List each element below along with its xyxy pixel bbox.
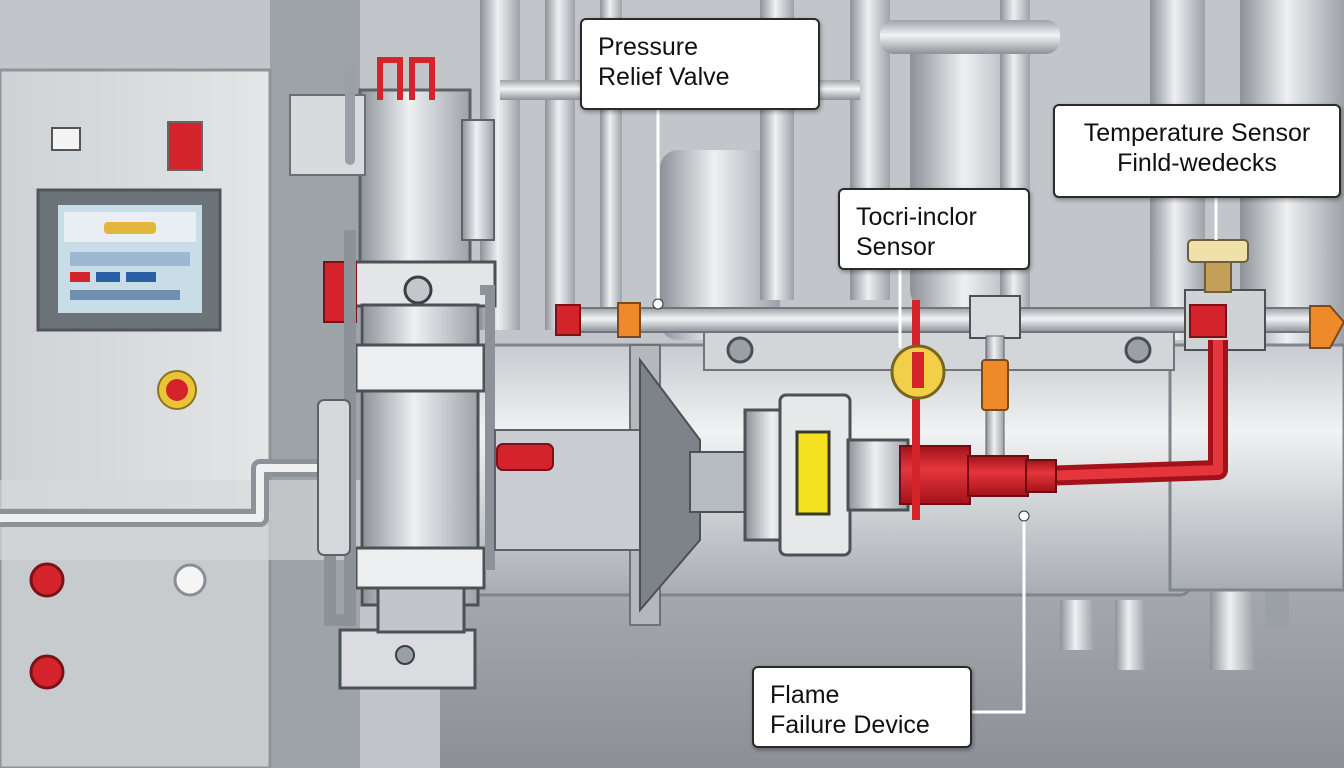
torch-sensor-callout: Tocri-inclor Sensor [838,188,1030,270]
callout-line: Failure Device [770,711,930,739]
callout-line: Tocri-inclor [856,203,977,231]
torch-sensor-icon [890,344,946,400]
control-screen-icon [36,188,222,332]
sensor-branch [981,335,1009,467]
coupling [494,357,910,613]
callout-line: Sensor [856,233,936,261]
leader-lines [656,110,1218,714]
red-indicator-light-icon [29,654,65,690]
callout-line: Relief Valve [598,63,730,91]
flame-failure-line [899,300,1228,520]
flame-failure-device-callout: Flame Failure Device [752,666,972,748]
emergency-stop-icon [157,370,197,410]
callout-line: Flame [770,681,840,709]
white-indicator-light-icon [173,563,207,597]
callout-line: Temperature Sensor [1083,119,1311,147]
callout-line: Finld-wedecks [1117,149,1277,177]
callout-line: Pressure [598,33,699,61]
gas-line [555,239,1344,351]
temperature-sensor-callout: Temperature Sensor Finld-wedecks [1053,104,1341,198]
red-indicator-light-icon [29,562,65,598]
valve-assembly [289,57,497,690]
pressure-relief-valve-callout: Pressure Relief Valve [580,18,820,110]
